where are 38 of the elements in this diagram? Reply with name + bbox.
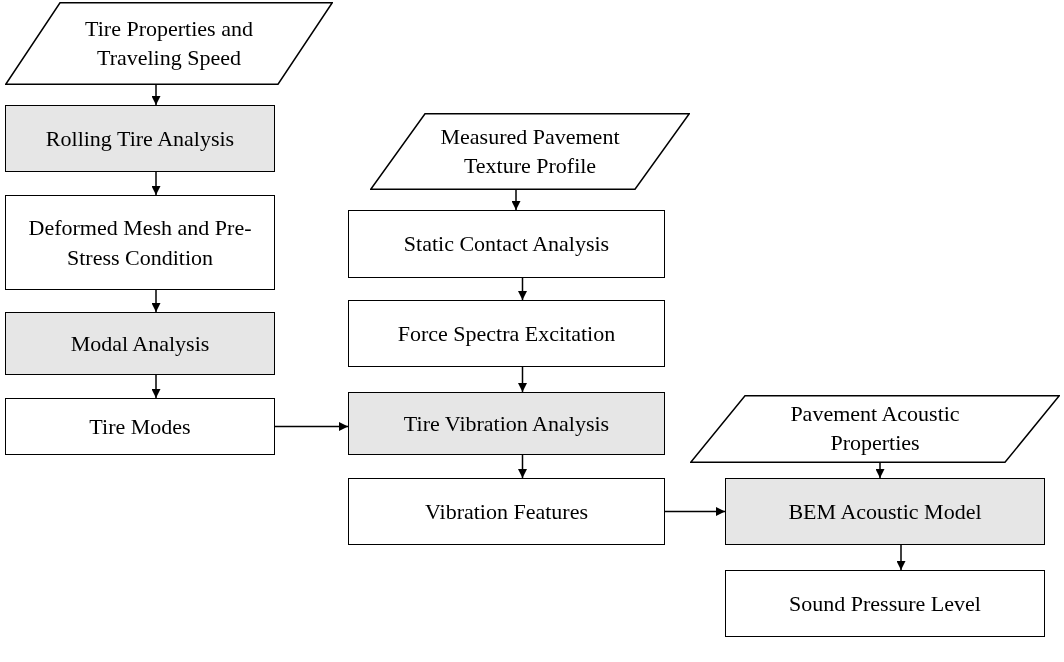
- process-box: [725, 570, 1045, 637]
- arrow: [664, 507, 726, 516]
- process-label: BEM Acoustic Model: [788, 497, 982, 526]
- input-parallelogram: [370, 113, 690, 190]
- process-box: [348, 300, 665, 367]
- arrow: [151, 171, 161, 196]
- process-label: Deformed Mesh and Pre-Stress Condition: [27, 213, 253, 272]
- arrow: [151, 374, 161, 399]
- process-box: [348, 478, 665, 545]
- process-label: Static Contact Analysis: [403, 230, 610, 259]
- arrow: [511, 189, 521, 211]
- process-label: Tire Modes: [89, 412, 191, 441]
- input-parallelogram: [5, 2, 333, 85]
- arrow: [896, 544, 906, 571]
- process-box: [348, 210, 665, 278]
- process-label: Tire Vibration Analysis: [403, 409, 610, 438]
- process-box: [5, 312, 275, 375]
- arrow: [518, 366, 527, 393]
- process-box: [5, 195, 275, 290]
- process-box: [348, 392, 665, 455]
- arrow: [518, 454, 527, 479]
- arrow: [151, 84, 161, 106]
- process-label: Modal Analysis: [70, 329, 210, 358]
- process-label: Force Spectra Excitation: [397, 319, 616, 348]
- process-label: Sound Pressure Level: [789, 589, 981, 618]
- input-label: Tire Properties and Traveling Speed: [84, 14, 254, 72]
- process-box: [725, 478, 1045, 545]
- input-label: Pavement Acoustic Properties: [789, 400, 961, 457]
- process-box: [5, 398, 275, 455]
- process-box: [5, 105, 275, 172]
- arrow: [151, 289, 161, 313]
- arrow: [875, 462, 885, 479]
- arrow: [518, 277, 527, 301]
- process-label: Vibration Features: [425, 497, 588, 526]
- arrow: [274, 422, 349, 431]
- input-label: Measured Pavement Texture Profile: [439, 122, 621, 180]
- input-parallelogram: [690, 395, 1060, 463]
- process-label: Rolling Tire Analysis: [45, 124, 235, 153]
